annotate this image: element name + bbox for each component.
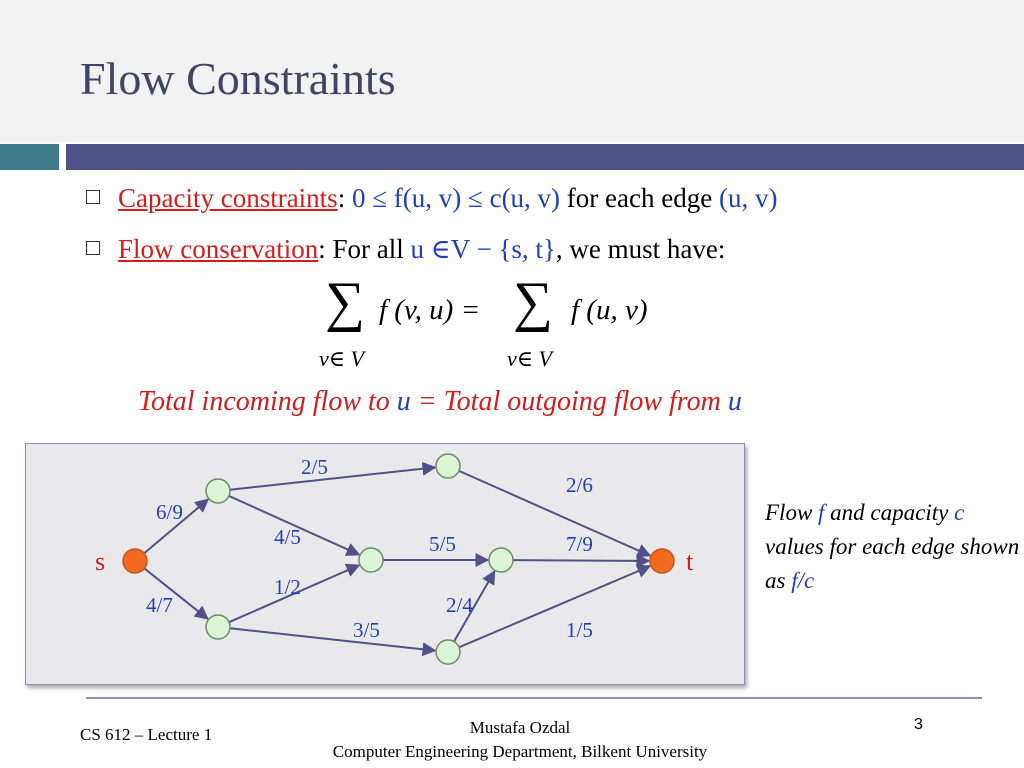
summation-symbol-right: ∑ xyxy=(513,271,553,333)
edge-label-b-t: 2/6 xyxy=(566,473,593,497)
title-background xyxy=(0,0,1024,142)
edge-f-e xyxy=(453,570,496,643)
summation-symbol-left: ∑ xyxy=(325,271,365,333)
footer-credit: Mustafa Ozdal Computer Engineering Depar… xyxy=(300,716,740,764)
summary-vertex: u xyxy=(727,386,742,417)
note-text: Flow xyxy=(765,500,819,525)
edge-label-a-b: 2/5 xyxy=(301,455,328,479)
node-c xyxy=(358,547,384,573)
summary-text: = Total outgoing flow from xyxy=(410,386,728,417)
conservation-formula: ∑ f (v, u) = ∑ f (u, v) v∈ V v∈ V xyxy=(315,271,685,374)
note-flow-symbol: f xyxy=(818,500,825,525)
bullet-flow-conservation: Flow conservation: For all u ∈V − {s, t}… xyxy=(86,234,725,265)
title-accent-bar-teal xyxy=(0,144,59,170)
node-d xyxy=(205,614,231,640)
edge-label-d-c: 1/2 xyxy=(274,575,301,599)
bullet-capacity-constraints: Capacity constraints: 0 ≤ f(u, v) ≤ c(u,… xyxy=(86,183,777,214)
note-text: and capacity xyxy=(824,500,955,525)
title-accent-bar-navy xyxy=(66,144,1024,170)
node-b xyxy=(435,453,461,479)
footer-author: Mustafa Ozdal xyxy=(469,718,571,737)
formula-rhs: f (u, v) xyxy=(571,294,648,326)
edge-a-b xyxy=(229,461,437,491)
formula-rhs-subscript: v∈ V xyxy=(507,346,552,371)
edge-label-a-c: 4/5 xyxy=(274,525,301,549)
note-fc-notation: f/c xyxy=(791,568,815,593)
edge-label-s-a: 6/9 xyxy=(156,500,183,524)
edge-label-s-d: 4/7 xyxy=(146,593,173,617)
node-a xyxy=(205,478,231,504)
bullet-text: : For all xyxy=(318,234,411,264)
edge-d-f xyxy=(229,627,437,657)
edge-label-d-f: 3/5 xyxy=(353,618,380,642)
flow-conservation-term: Flow conservation xyxy=(118,234,319,264)
bullet-separator: : xyxy=(337,183,346,213)
bullet-text: for each edge xyxy=(560,183,719,213)
formula-lhs-subscript: v∈ V xyxy=(319,346,364,371)
formula-lhs: f (v, u) = xyxy=(379,294,481,326)
node-t xyxy=(649,548,675,574)
bullet-text: , we must have: xyxy=(555,234,726,264)
edge-d-c xyxy=(228,563,361,624)
flow-capacity-note: Flow f and capacity c values for each ed… xyxy=(765,496,1021,598)
capacity-constraints-term: Capacity constraints xyxy=(118,183,338,213)
edge-label-c-e: 5/5 xyxy=(429,532,456,556)
edge-e-t xyxy=(512,553,651,568)
summary-vertex: u xyxy=(396,386,411,417)
footer-department: Computer Engineering Department, Bilkent… xyxy=(332,742,708,761)
slide-title: Flow Constraints xyxy=(80,53,396,104)
edge-label-f-e: 2/4 xyxy=(446,593,473,617)
edge-label-f-t: 1/5 xyxy=(566,618,593,642)
note-text: values for each edge shown as xyxy=(765,534,1020,593)
edge-label-e-t: 7/9 xyxy=(566,532,593,556)
bullet-square-icon xyxy=(86,190,100,204)
summary-text: Total incoming flow to xyxy=(138,386,397,417)
footer-divider xyxy=(86,697,982,699)
edge-s-a xyxy=(143,498,210,555)
node-f xyxy=(435,639,461,665)
vertex-set-expression: u ∈V − {s, t} xyxy=(410,234,556,264)
node-label-s: s xyxy=(95,547,105,576)
node-e xyxy=(488,547,514,573)
node-s xyxy=(122,548,148,574)
page-number: 3 xyxy=(914,716,923,733)
edge-b-t xyxy=(458,469,652,558)
flow-network-panel: 6/9 4/7 2/5 4/5 2/6 5/5 7/9 1/2 3/5 2/4 1/5 s t xyxy=(25,443,745,685)
edge-a-c xyxy=(228,495,361,556)
edge-variable: (u, v) xyxy=(718,183,778,213)
capacity-expression: 0 ≤ f(u, v) ≤ c(u, v) xyxy=(351,183,561,213)
node-label-t: t xyxy=(686,547,694,576)
edge-f-t xyxy=(458,564,652,649)
bullet-square-icon xyxy=(86,241,100,255)
flow-network-diagram: 6/9 4/7 2/5 4/5 2/6 5/5 7/9 1/2 3/5 2/4 1/5 s t xyxy=(95,453,694,665)
conservation-summary: Total incoming flow to u = Total outgoin… xyxy=(138,386,742,418)
edge-s-d xyxy=(143,567,209,620)
footer-course: CS 612 – Lecture 1 xyxy=(80,725,213,744)
note-capacity-symbol: c xyxy=(954,500,965,525)
